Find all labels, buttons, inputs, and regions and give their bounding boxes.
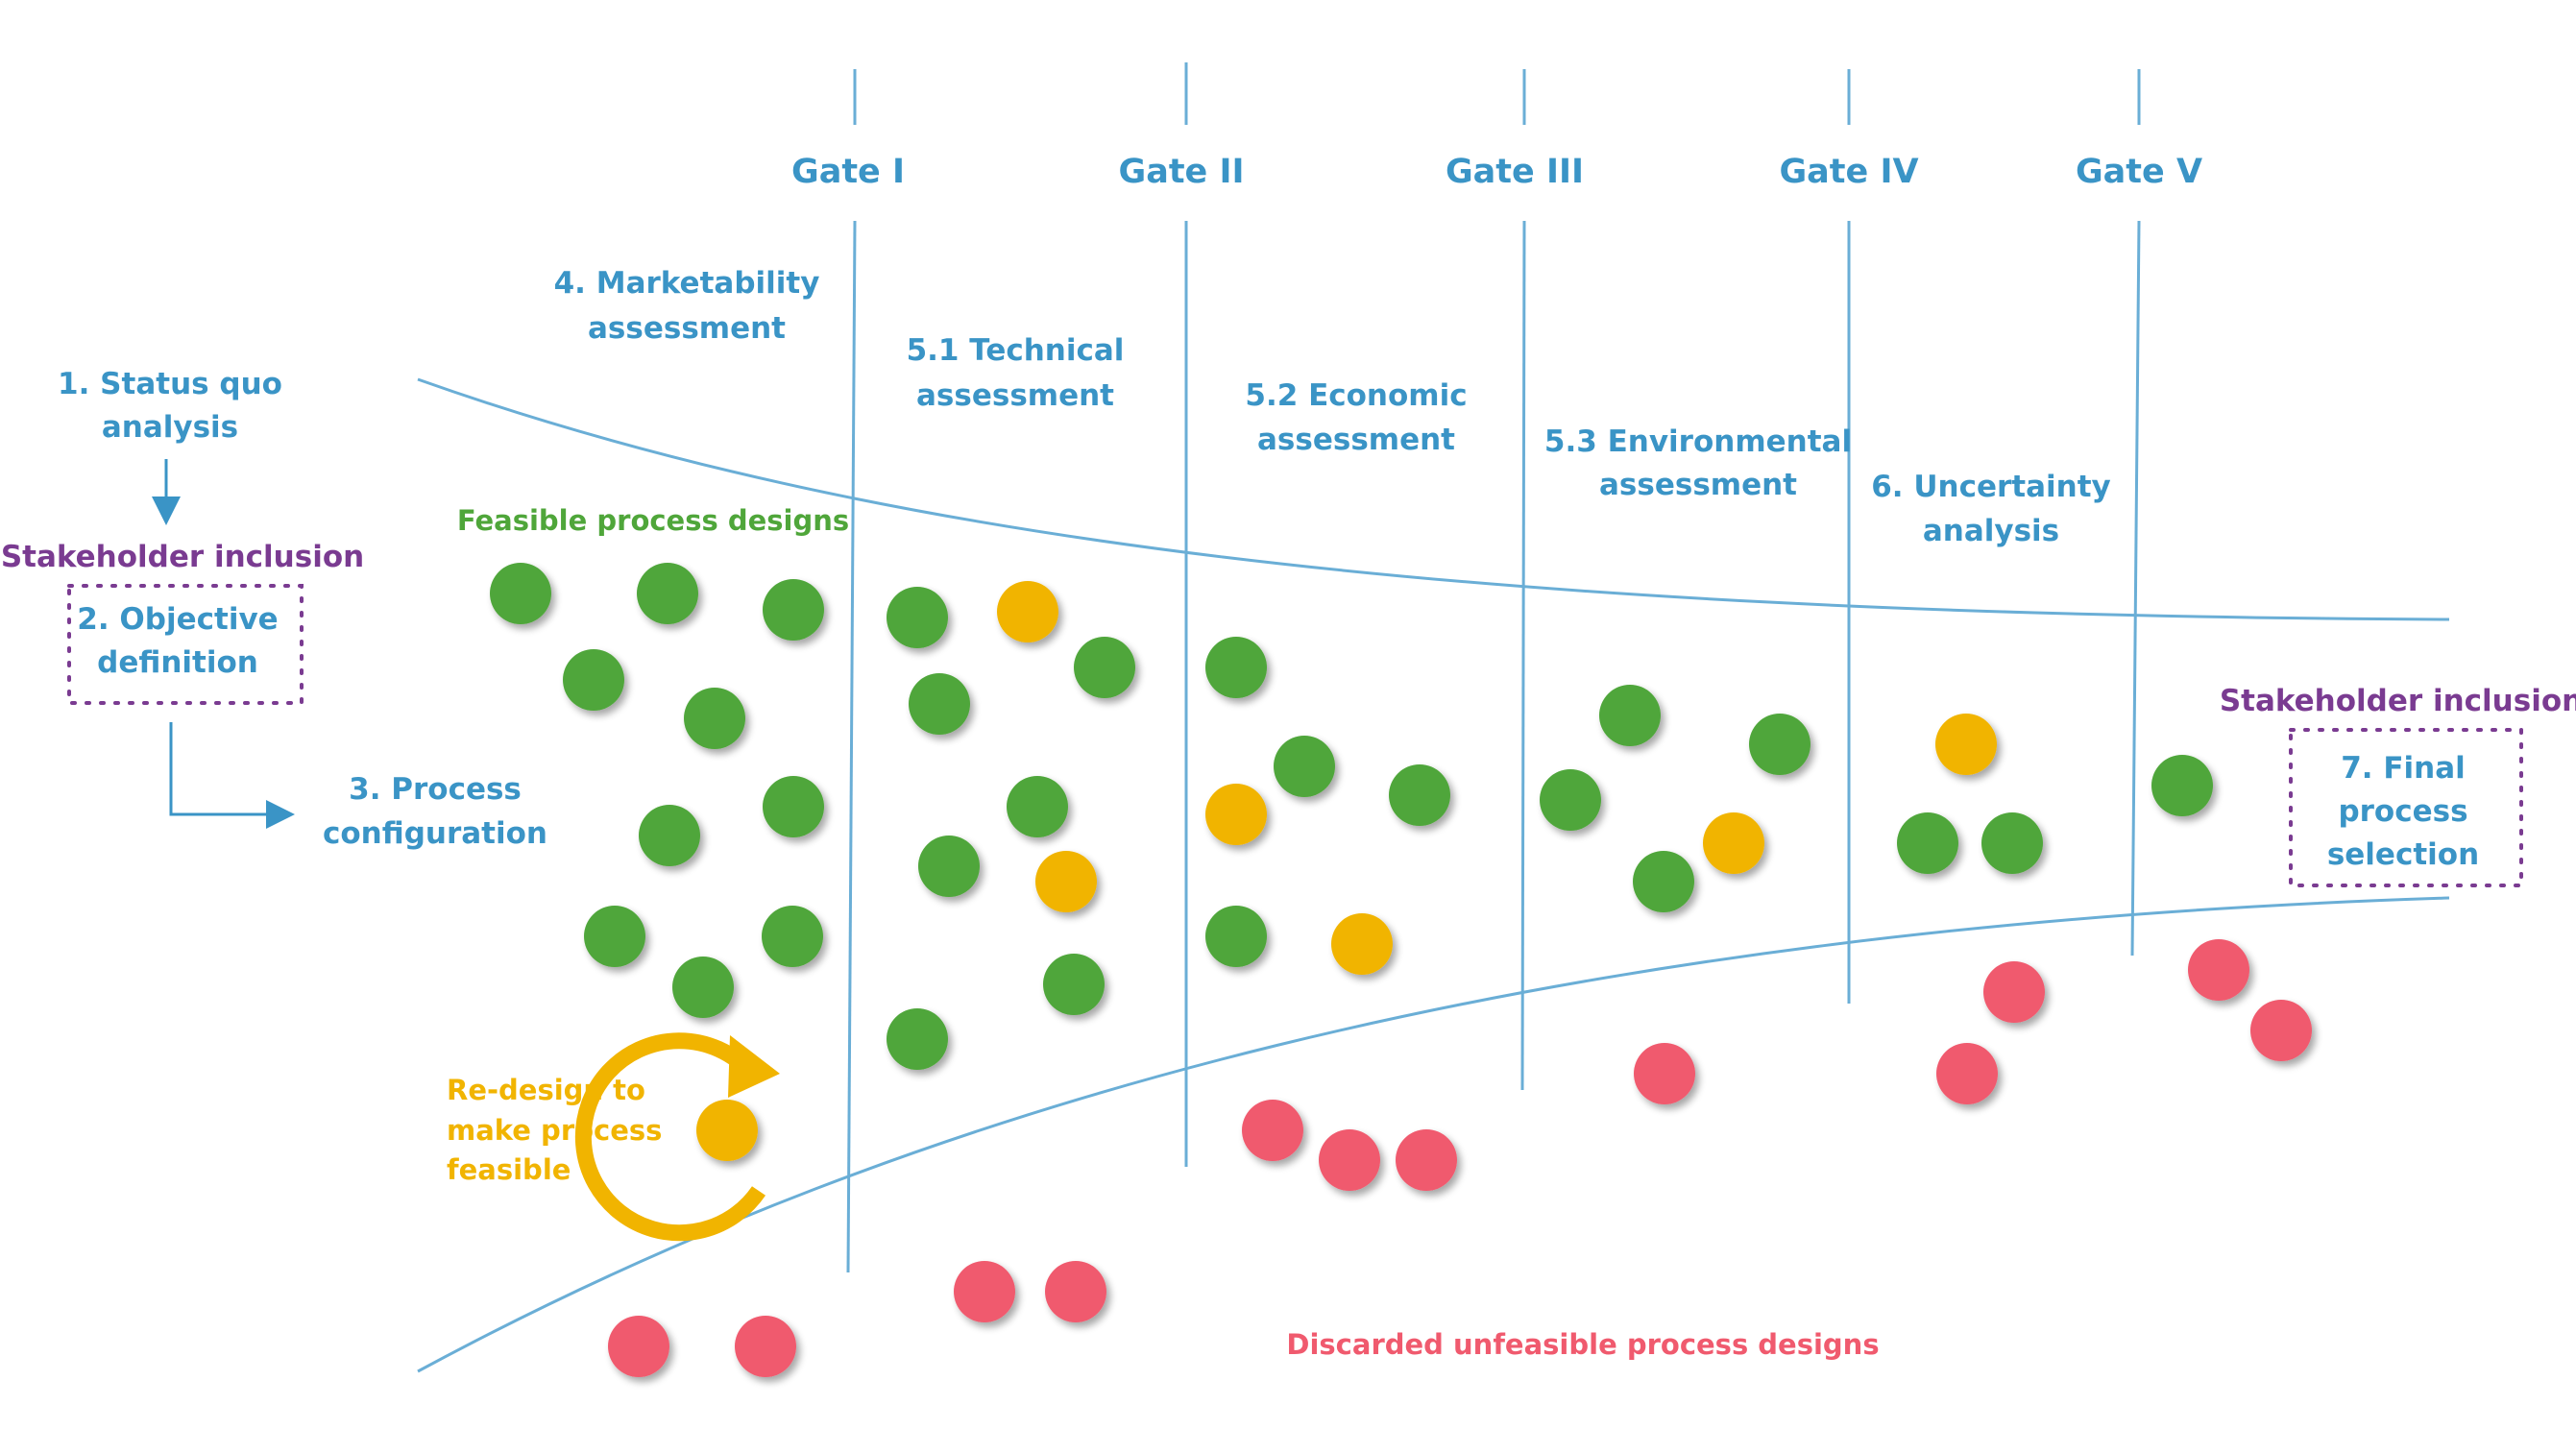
- stakeholder-inclusion-right: Stakeholder inclusion: [2220, 684, 2576, 718]
- redesign-design-dot: [1205, 784, 1267, 845]
- discarded-design-dot: [608, 1316, 669, 1377]
- feasible-design-dot: [763, 579, 824, 641]
- feasible-design-dot: [1981, 812, 2043, 874]
- feasible-design-dot: [637, 563, 698, 624]
- feasible-design-dot: [563, 649, 624, 711]
- gate-5-line: [2130, 220, 2141, 957]
- funnel-upper-curve: [417, 377, 2450, 621]
- feasible-design-dot: [639, 805, 700, 866]
- feasible-designs-label: Feasible process designs: [457, 504, 849, 537]
- gate-5-label: Gate V: [2076, 153, 2202, 191]
- step-status-quo-line1: 1. Status quo: [58, 367, 282, 401]
- redesign-design-dot: [997, 581, 1058, 642]
- funnel-lower-curve: [417, 896, 2450, 1373]
- feasible-design-dot: [1633, 851, 1694, 912]
- step-technical-line1: 5.1 Technical: [907, 333, 1125, 368]
- discarded-design-dot: [735, 1316, 796, 1377]
- step-uncertainty-line2: analysis: [1923, 514, 2059, 548]
- step-objective-line2: definition: [97, 645, 258, 680]
- redesign-design-dot: [1331, 913, 1393, 975]
- feasible-design-dot: [1897, 812, 1958, 874]
- step-final-line1: 7. Final: [2341, 751, 2466, 786]
- step-environmental-line1: 5.3 Environmental: [1544, 424, 1852, 459]
- feasible-design-dot: [909, 673, 970, 735]
- step-economic-line2: assessment: [1257, 423, 1455, 457]
- redesign-design-dot: [1935, 714, 1997, 775]
- discarded-design-dot: [1936, 1043, 1998, 1104]
- feasible-design-dot: [762, 906, 823, 967]
- feasible-design-dot: [887, 1008, 948, 1070]
- step-status-quo-line2: analysis: [102, 410, 238, 445]
- redesign-design-dot: [1703, 812, 1764, 874]
- feasible-design-dot: [1274, 736, 1335, 797]
- step-uncertainty-line1: 6. Uncertainty: [1871, 470, 2111, 504]
- redesign-cycle-arrow: [574, 1032, 780, 1242]
- discarded-design-dot: [954, 1261, 1015, 1322]
- step-technical-line2: assessment: [916, 378, 1114, 413]
- step-marketability-line1: 4. Marketability: [554, 266, 820, 301]
- funnel: [417, 377, 2450, 1373]
- feasible-design-dot: [918, 836, 980, 897]
- redesign-design-dot: [696, 1100, 758, 1161]
- feasible-design-dot: [1205, 906, 1267, 967]
- feasible-design-dot: [684, 688, 745, 749]
- feasible-design-dot: [1749, 714, 1810, 775]
- feasible-design-dot: [1043, 954, 1105, 1015]
- feasible-design-dot: [1540, 769, 1601, 831]
- stakeholder-inclusion-left: Stakeholder inclusion: [1, 540, 364, 574]
- step-configuration-line1: 3. Process: [349, 772, 522, 807]
- step-objective-line1: 2. Objective: [77, 602, 278, 637]
- final-selection-box: [2289, 728, 2523, 887]
- feasible-design-dot: [2151, 755, 2213, 816]
- discarded-design-dot: [2188, 939, 2249, 1001]
- discarded-design-dot: [1396, 1129, 1457, 1191]
- step-environmental-line2: assessment: [1599, 468, 1797, 502]
- discarded-design-dot: [1319, 1129, 1380, 1191]
- arrow-objective-to-configuration: [169, 722, 295, 829]
- gate-3-label: Gate III: [1446, 153, 1584, 191]
- redesign-label-line3: feasible: [447, 1153, 571, 1186]
- feasible-design-dot: [763, 776, 824, 837]
- step-configuration-line2: configuration: [323, 816, 547, 851]
- step-final-line2: process: [2338, 794, 2467, 829]
- feasible-design-dot: [584, 906, 645, 967]
- gate-4-label: Gate IV: [1779, 153, 1918, 191]
- feasible-design-dot: [1074, 637, 1135, 698]
- step-marketability-line2: assessment: [588, 311, 786, 346]
- gate-2-label: Gate II: [1118, 153, 1244, 191]
- discarded-design-dot: [2250, 1000, 2312, 1061]
- gate-lines: [846, 62, 2141, 1273]
- feasible-design-dot: [1389, 764, 1450, 826]
- gate-3-line: [1520, 220, 1526, 1091]
- feasible-design-dot: [1205, 637, 1267, 698]
- gate-1-line: [846, 220, 857, 1273]
- flow-arrows: [152, 459, 295, 829]
- step-final-line3: selection: [2327, 837, 2479, 872]
- discarded-design-dot: [1242, 1100, 1303, 1161]
- discarded-designs-label: Discarded unfeasible process designs: [1286, 1328, 1879, 1361]
- feasible-design-dot: [1007, 776, 1068, 837]
- gate-1-label: Gate I: [791, 153, 905, 191]
- feasible-design-dot: [672, 957, 734, 1018]
- redesign-design-dot: [1035, 851, 1097, 912]
- objective-box: [67, 584, 304, 705]
- feasible-design-dot: [887, 587, 948, 648]
- redesign-label-line1: Re-design to: [447, 1074, 645, 1106]
- redesign-label-line2: make process: [447, 1114, 662, 1147]
- discarded-design-dot: [1983, 961, 2045, 1023]
- feasible-design-dot: [490, 563, 551, 624]
- discarded-design-dot: [1634, 1043, 1695, 1104]
- step-economic-line1: 5.2 Economic: [1245, 378, 1467, 413]
- discarded-design-dot: [1045, 1261, 1106, 1322]
- design-dots: [490, 563, 2312, 1377]
- feasible-design-dot: [1599, 685, 1661, 746]
